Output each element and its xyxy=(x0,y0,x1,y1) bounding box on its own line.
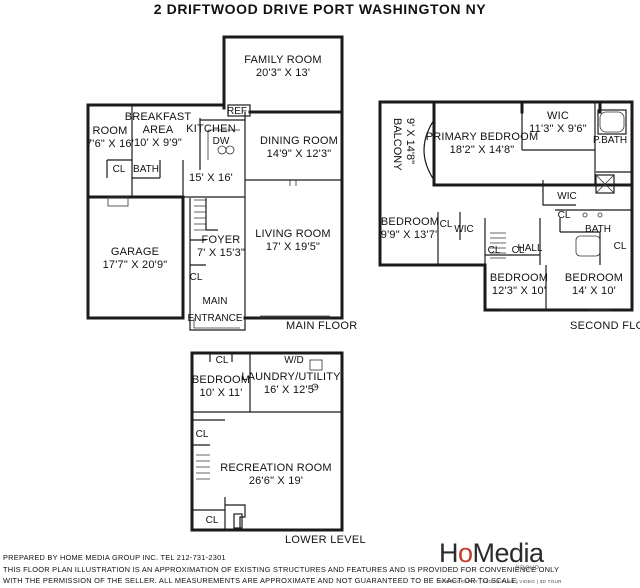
room-dimensions: 10' X 11' xyxy=(199,387,243,399)
room-dimensions: 20'3" X 13' xyxy=(255,67,311,79)
room-lower-bedroom: BEDROOM 10' X 11' xyxy=(192,374,250,400)
lower-level-walls xyxy=(190,351,344,532)
room-kitchen-dims: 15' X 16' xyxy=(189,172,233,185)
room-name: LIVING ROOM xyxy=(255,228,331,240)
label-ref: REF xyxy=(227,106,247,117)
label-closet: CL xyxy=(112,164,126,175)
label-closet: CL xyxy=(195,429,209,440)
room-laundry-utility: LAUNDRY/UTILITY 16' X 12'5" xyxy=(241,371,340,397)
footer-line: THIS FLOOR PLAN ILLUSTRATION IS AN APPRO… xyxy=(3,564,560,574)
room-name: PRIMARY BEDROOM xyxy=(425,131,539,143)
room-dimensions: 7'6" X 16' xyxy=(85,138,135,150)
room-dimensions: 14'9" X 12'3" xyxy=(266,148,332,160)
room-dimensions: 9'9" X 13'7" xyxy=(380,229,440,241)
room-dimensions: 26'6" X 19' xyxy=(248,475,304,487)
logo-tagline: PHOTOGRAPHY | FLOOR PLAN | VIDEO | 3D TO… xyxy=(439,579,562,584)
footer-line: PREPARED BY HOME MEDIA GROUP INC. TEL 21… xyxy=(3,553,226,562)
room-living-room: LIVING ROOM 17' X 19'5" xyxy=(255,228,331,254)
label-closet: CL xyxy=(215,355,229,366)
footer-line: WITH THE PERMISSION OF THE SELLER. ALL M… xyxy=(3,576,519,585)
label-bath: BATH xyxy=(585,224,611,235)
room-name: ROOM xyxy=(92,125,128,137)
room-dining-room: DINING ROOM 14'9" X 12'3" xyxy=(260,135,338,161)
room-name: BEDROOM xyxy=(380,216,440,228)
label-closet: CL xyxy=(557,210,571,221)
room-name: GARAGE xyxy=(110,246,160,258)
logo-group-text: GROUP xyxy=(515,566,540,572)
room-dimensions: 14' X 10' xyxy=(572,285,616,297)
floor-label-lower: LOWER LEVEL xyxy=(285,534,366,546)
room-wic-primary: WIC 11'3" X 9'6" xyxy=(529,110,587,136)
room-name: BREAKFAST xyxy=(124,111,192,123)
room-garage: GARAGE 17'7" X 20'9" xyxy=(103,246,168,272)
room-dimensions: 10' X 9'9" xyxy=(133,137,183,149)
floor-label-second: SECOND FLOOR xyxy=(570,320,640,332)
floor-label-main: MAIN FLOOR xyxy=(286,320,358,332)
second-floor-walls xyxy=(378,100,634,312)
label-closet: CL xyxy=(205,515,219,526)
room-breakfast-area: BREAKFAST AREA 10' X 9'9" xyxy=(125,111,192,150)
logo-wordmark: HoMedia xyxy=(439,538,544,568)
room-dimensions: 16' X 12'5" xyxy=(263,384,319,396)
room-name: WIC xyxy=(547,110,569,122)
label-main: MAIN xyxy=(202,296,228,307)
room-recreation-room: RECREATION ROOM 26'6" X 19' xyxy=(220,462,332,488)
room-name: LAUNDRY/UTILITY xyxy=(241,371,341,383)
room-dimensions: 9' X 14'8" xyxy=(404,118,416,165)
label-bath: BATH xyxy=(133,164,159,175)
property-address-title: 2 DRIFTWOOD DRIVE PORT WASHINGTON NY xyxy=(153,1,487,17)
room-name: BEDROOM xyxy=(191,374,251,386)
label-closet: CL xyxy=(613,241,627,252)
label-washer-dryer: W/D xyxy=(284,355,304,366)
homedia-logo: HoMedia GROUP PHOTOGRAPHY | FLOOR PLAN |… xyxy=(437,538,562,586)
disclaimer-footer: PREPARED BY HOME MEDIA GROUP INC. TEL 21… xyxy=(3,552,560,587)
label-entrance: ENTRANCE xyxy=(187,313,243,324)
label-hall: HALL xyxy=(517,243,543,254)
room-name: DINING ROOM xyxy=(260,135,338,147)
room-bedroom-middle: BEDROOM 12'3" X 10' xyxy=(490,272,548,298)
room-name: BEDROOM xyxy=(489,272,549,284)
room-bedroom-left: BEDROOM 9'9" X 13'7" xyxy=(381,216,439,242)
room-name: FAMILY ROOM xyxy=(244,54,322,66)
room-dimensions: 12'3" X 10' xyxy=(491,285,547,297)
label-closet: CL xyxy=(189,272,203,283)
room-kitchen-name: KITCHEN xyxy=(186,123,236,136)
label-primary-bath: P.BATH xyxy=(592,135,628,146)
room-dimensions: 11'3" X 9'6" xyxy=(529,123,587,135)
room-name: BALCONY xyxy=(391,118,403,171)
room-family-room: FAMILY ROOM 20'3" X 13' xyxy=(244,54,322,80)
label-dw: DW xyxy=(212,136,230,147)
label-closet: CL xyxy=(511,245,525,256)
label-wic: WIC xyxy=(557,191,577,202)
room-bedroom-right: BEDROOM 14' X 10' xyxy=(565,272,623,298)
room-primary-bedroom: PRIMARY BEDROOM 18'2" X 14'8" xyxy=(426,131,539,157)
room-name: RECREATION ROOM xyxy=(220,462,332,474)
label-closet: CL xyxy=(439,219,453,230)
main-floor-walls xyxy=(86,35,344,331)
room-room: ROOM 7'6" X 16' xyxy=(86,125,134,151)
room-balcony: BALCONY xyxy=(390,118,403,171)
room-foyer: FOYER 7' X 15'3" xyxy=(197,234,245,260)
label-closet: CL xyxy=(487,245,501,256)
room-dimensions: 7' X 15'3" xyxy=(196,247,246,259)
room-name: BEDROOM xyxy=(564,272,624,284)
room-dimensions: 17'7" X 20'9" xyxy=(102,259,168,271)
room-name: KITCHEN xyxy=(186,123,236,135)
room-dimensions: 15' X 16' xyxy=(189,172,233,184)
room-balcony-dims: 9' X 14'8" xyxy=(403,118,416,164)
room-dimensions: 17' X 19'5" xyxy=(265,241,321,253)
label-wic: WIC xyxy=(454,224,474,235)
room-dimensions: 18'2" X 14'8" xyxy=(449,144,515,156)
room-name: FOYER xyxy=(201,234,241,246)
room-name-line2: AREA xyxy=(142,124,174,136)
